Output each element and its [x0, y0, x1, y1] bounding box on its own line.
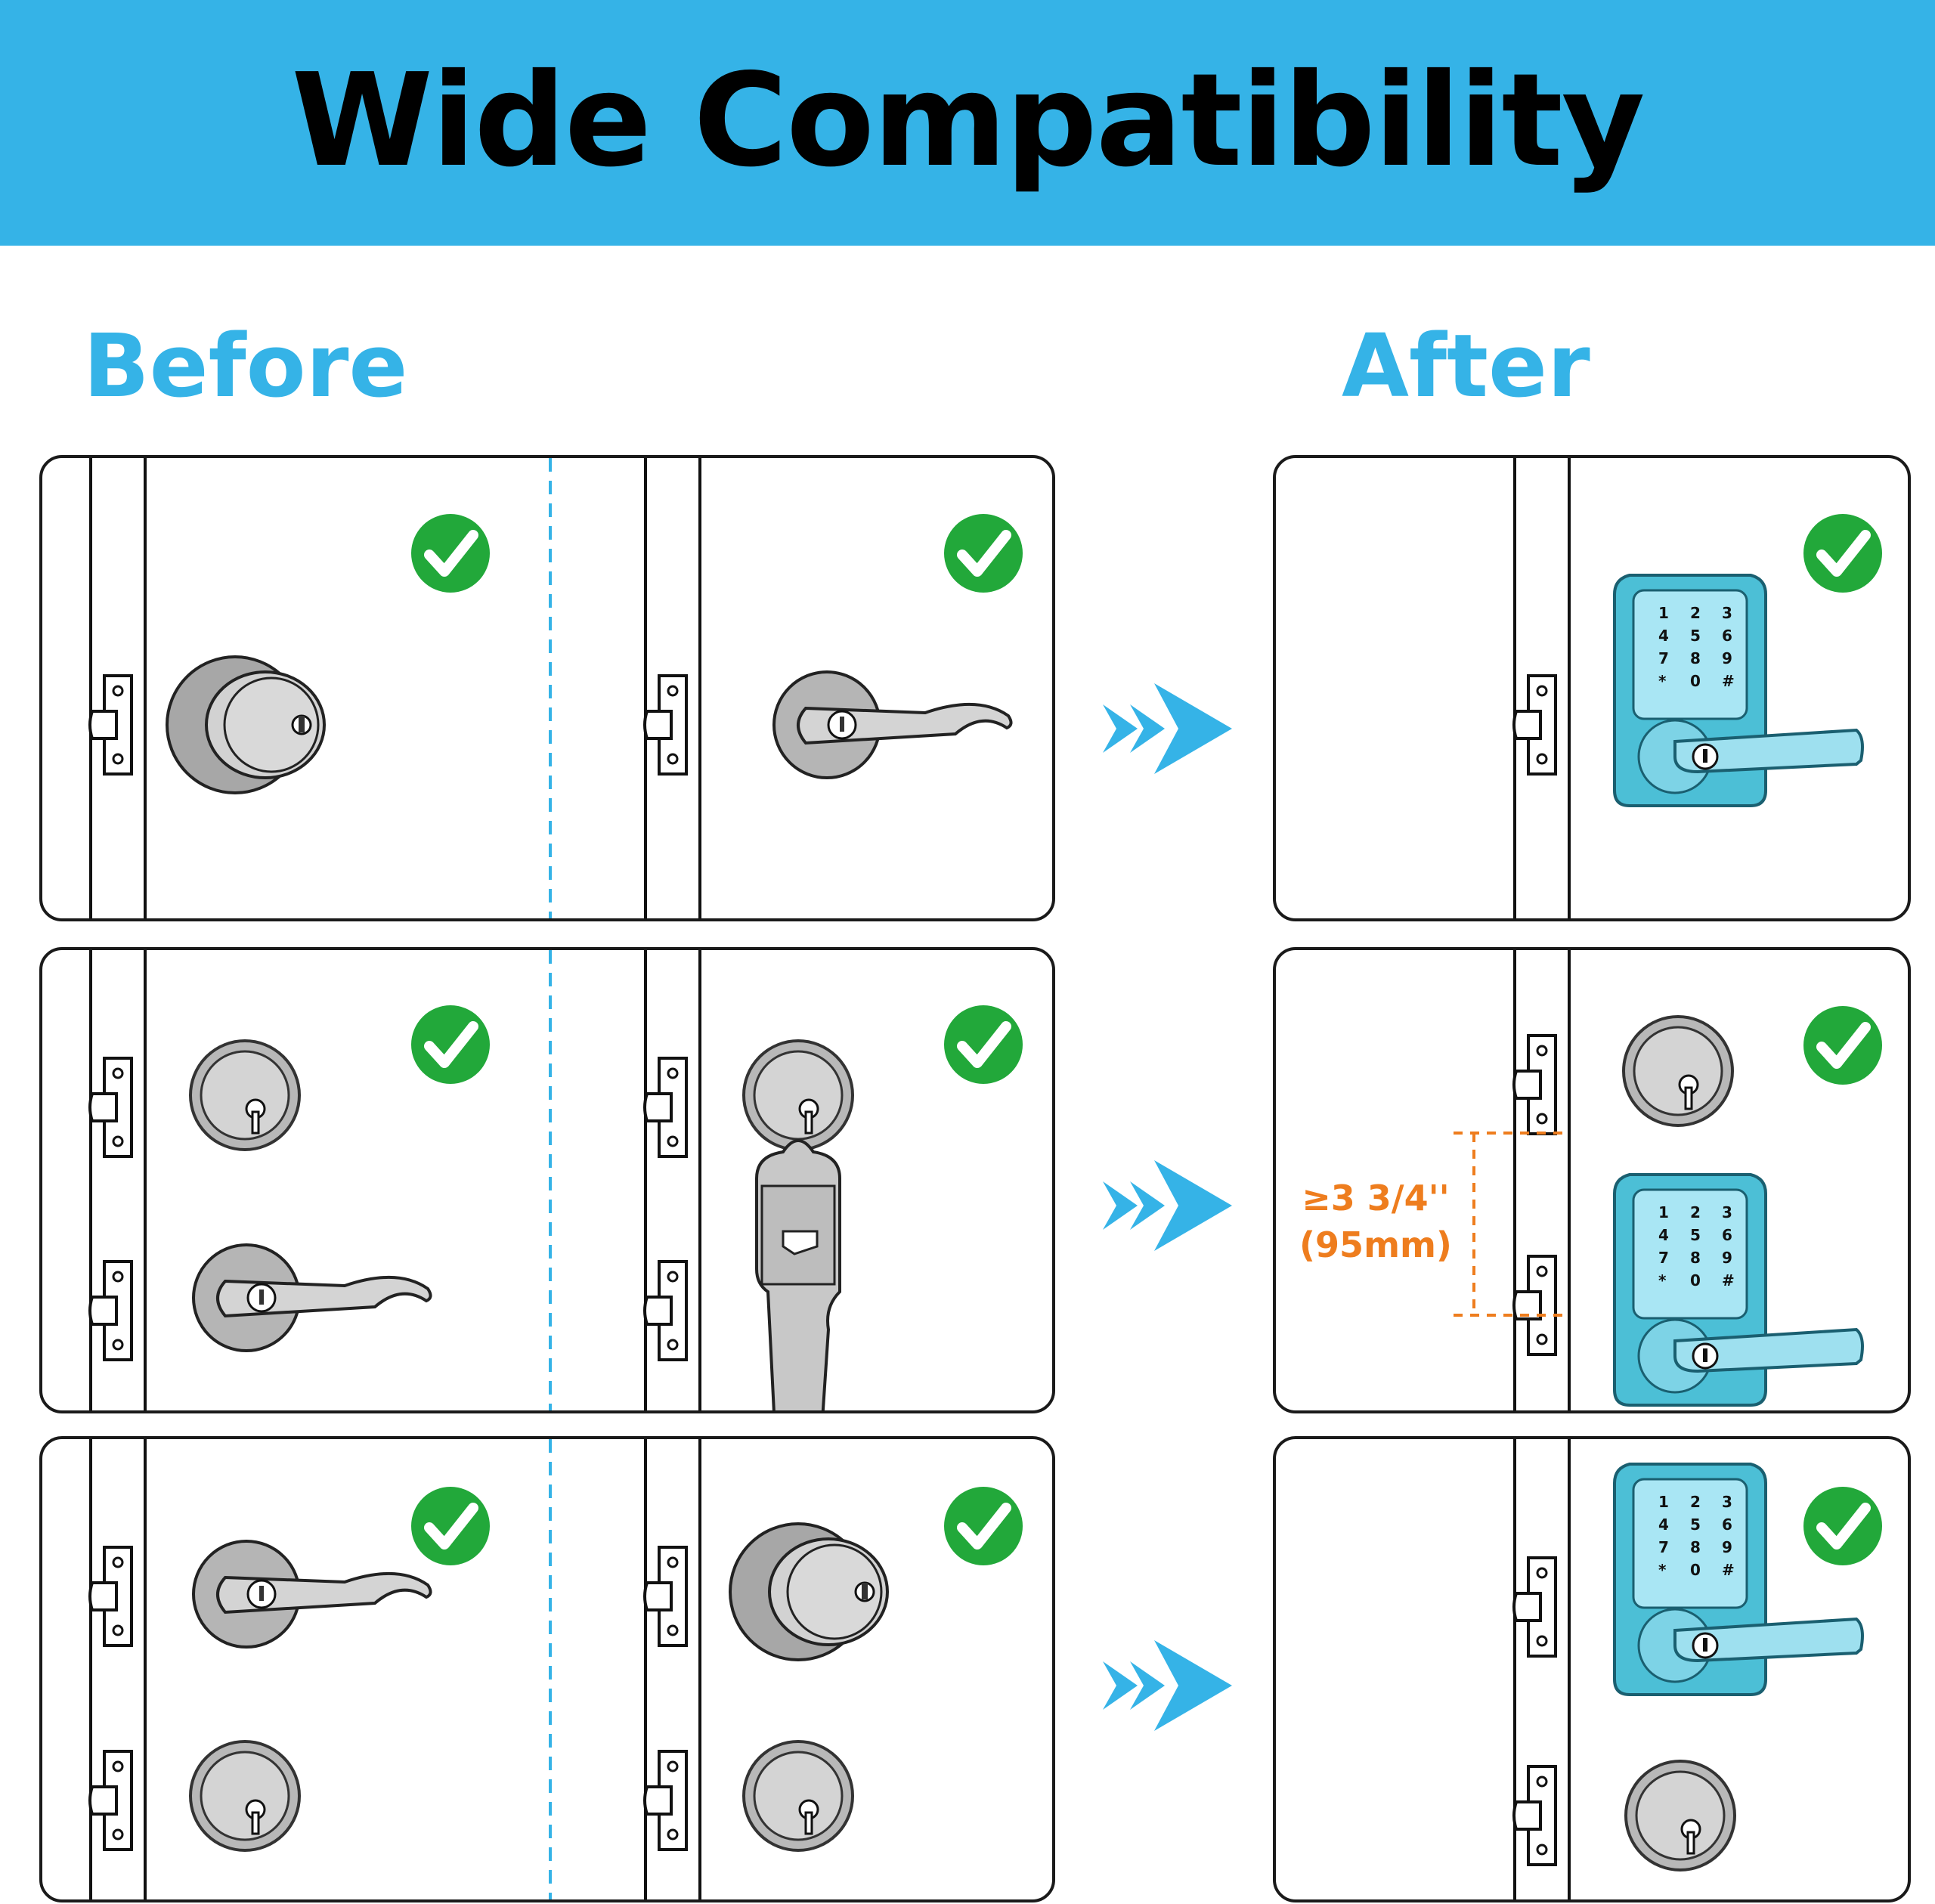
lever-lock-icon — [192, 1540, 432, 1649]
measurement-label-1: ≥3 3/4'' — [1302, 1178, 1450, 1218]
lever-lock-icon — [192, 1243, 432, 1352]
latch-icon — [88, 674, 133, 776]
after-heading: After — [1342, 316, 1590, 417]
before-panel-row1 — [39, 455, 1055, 921]
latch-icon — [1512, 1034, 1557, 1135]
deadbolt-icon — [189, 1039, 301, 1151]
title-banner — [0, 0, 1935, 246]
after-panel-row2 — [1273, 947, 1911, 1413]
double-chevron-arrow-icon — [1103, 1640, 1232, 1731]
smart-lever-lock-icon — [1613, 574, 1864, 807]
latch-icon — [88, 1260, 133, 1361]
latch-icon — [643, 674, 688, 776]
latch-icon — [643, 1057, 688, 1158]
before-panel-row2 — [39, 947, 1055, 1413]
smart-lever-lock-icon — [1613, 1173, 1864, 1407]
before-panel-row3 — [39, 1436, 1055, 1902]
after-panel-row3 — [1273, 1436, 1911, 1902]
latch-icon — [88, 1546, 133, 1647]
deadbolt-icon — [742, 1039, 854, 1151]
latch-icon — [1512, 1255, 1557, 1356]
latch-icon — [88, 1057, 133, 1158]
measurement-bracket — [1454, 1132, 1569, 1317]
lever-lock-icon — [772, 670, 1013, 779]
latch-icon — [643, 1546, 688, 1647]
page-title: Wide Compatibility — [291, 46, 1645, 196]
double-chevron-arrow-icon — [1103, 1160, 1232, 1251]
check-icon — [411, 514, 490, 593]
check-icon — [1803, 1487, 1882, 1565]
latch-icon — [643, 1750, 688, 1851]
after-panel-row1 — [1273, 455, 1911, 921]
latch-icon — [1512, 1765, 1557, 1866]
before-heading: Before — [83, 316, 408, 417]
check-icon — [944, 1487, 1023, 1565]
measurement-label-2: (95mm) — [1299, 1224, 1452, 1265]
check-icon — [411, 1005, 490, 1084]
knob-lock-icon — [729, 1522, 889, 1661]
deadbolt-icon — [1622, 1015, 1734, 1127]
check-icon — [1803, 514, 1882, 593]
latch-icon — [643, 1260, 688, 1361]
check-icon — [944, 1005, 1023, 1084]
deadbolt-icon — [1624, 1760, 1736, 1871]
check-icon — [944, 514, 1023, 593]
deadbolt-icon — [742, 1740, 854, 1852]
check-icon — [1803, 1006, 1882, 1085]
knob-lock-icon — [166, 655, 326, 794]
latch-icon — [1512, 1556, 1557, 1658]
deadbolt-icon — [189, 1740, 301, 1852]
handleset-icon — [755, 1139, 841, 1410]
check-icon — [411, 1487, 490, 1565]
latch-icon — [1512, 674, 1557, 776]
double-chevron-arrow-icon — [1103, 683, 1232, 774]
latch-icon — [88, 1750, 133, 1851]
